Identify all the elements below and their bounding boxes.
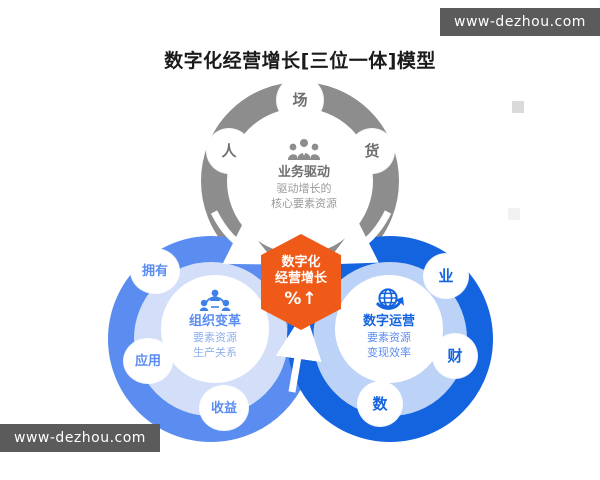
watermark-top-right: www-dezhou.com	[440, 8, 600, 36]
org-network-icon	[199, 289, 231, 311]
hub-subtitle-line2: 核心要素资源	[271, 196, 337, 210]
hub-title: 业务驱动	[277, 165, 330, 180]
bubble-shu[interactable]: 数	[358, 382, 402, 426]
hub-subtitle-line1: 要素资源	[367, 330, 411, 344]
hub-digital-operation[interactable]: 数字运营 要素资源 变现效率	[335, 275, 443, 383]
watermark-artifact	[512, 101, 524, 113]
hub-subtitle-line2: 变现效率	[367, 345, 411, 359]
hub-subtitle-line1: 要素资源	[193, 330, 237, 344]
globe-arrow-icon	[376, 288, 404, 310]
hub-title: 数字运营	[362, 314, 415, 329]
bubble-huo[interactable]: 货	[350, 129, 394, 173]
hub-business-drive[interactable]: 业务驱动 驱动增长的 核心要素资源	[256, 130, 352, 226]
page-title: 数字化经营增长[三位一体]模型	[164, 50, 436, 72]
center-metric: %↑	[284, 289, 318, 310]
watermark-bottom-left: www-dezhou.com	[0, 424, 160, 452]
bubble-cai[interactable]: 财	[433, 334, 477, 378]
bubble-yongyou[interactable]: 拥有	[131, 249, 179, 293]
people-group-icon	[287, 139, 321, 160]
hub-title: 组织变革	[188, 314, 241, 329]
center-line1: 数字化	[281, 254, 321, 270]
bubble-shouyi[interactable]: 收益	[200, 386, 248, 430]
hub-subtitle-line2: 生产关系	[193, 345, 237, 359]
bubble-ye[interactable]: 业	[424, 254, 468, 298]
hub-organization-change[interactable]: 组织变革 要素资源 生产关系	[161, 275, 269, 383]
hub-subtitle-line1: 驱动增长的	[276, 181, 332, 195]
center-growth-badge[interactable]: 数字化 经营增长 %↑	[261, 234, 341, 330]
center-line2: 经营增长	[274, 271, 327, 286]
watermark-artifact	[508, 208, 520, 220]
bubble-ren[interactable]: 人	[207, 129, 251, 173]
bubble-chang[interactable]: 场	[277, 77, 323, 123]
bubble-yingyong[interactable]: 应用	[124, 339, 172, 383]
